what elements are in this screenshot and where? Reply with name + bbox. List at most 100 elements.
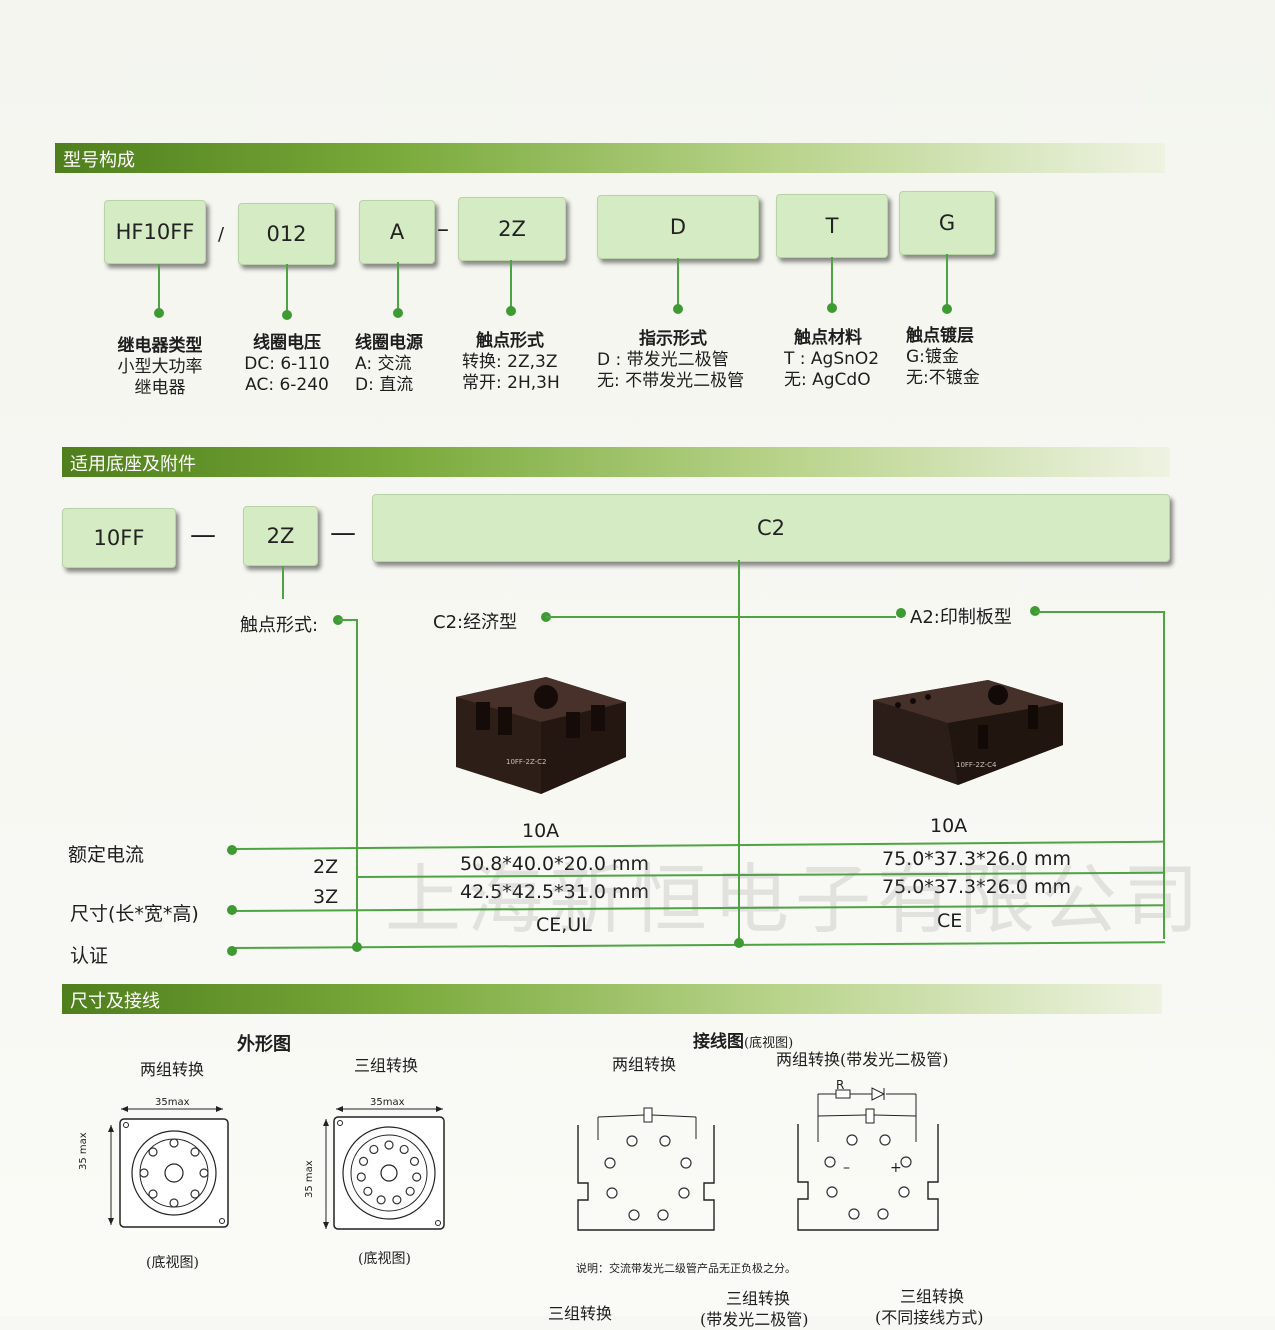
socket-box-series: 10FF	[62, 508, 176, 568]
outline-drawing-2z	[108, 1106, 229, 1228]
row-label-cert: 认证	[70, 945, 109, 967]
connector-line	[1035, 611, 1165, 613]
row-dot	[227, 845, 237, 855]
socket-pin	[409, 1156, 420, 1166]
socket-pin	[356, 1172, 366, 1182]
c2-dim-3z: 42.5*42.5*31.0 mm	[460, 881, 649, 903]
c2-socket-image: 10FF-2Z-C2	[456, 677, 626, 794]
socket-box-type: C2	[372, 494, 1170, 562]
dim-height-2z: 35 max	[78, 1132, 89, 1170]
socket-pin	[358, 1156, 369, 1166]
connector-dot	[827, 303, 837, 313]
bottom-view-2z: (底视图)	[146, 1255, 199, 1271]
wiring-title: 接线图(底视图)	[693, 1032, 794, 1052]
outline-title: 外形图	[237, 1034, 291, 1055]
section-header-sockets: 适用底座及附件	[62, 447, 1170, 477]
outline-drawing-3z	[323, 1106, 445, 1230]
connector-dot	[352, 942, 362, 952]
connector-dot	[896, 608, 906, 618]
connector-dot	[154, 308, 164, 318]
outline-two-group-label: 两组转换	[140, 1060, 205, 1079]
wiring-note: 说明：交流带发光二级管产品无正负极之分。	[576, 1262, 796, 1275]
connector-dot	[673, 304, 683, 314]
plus-sign: +	[890, 1160, 902, 1176]
socket-pin	[376, 1195, 386, 1205]
a2-dim-3z: 75.0*37.3*26.0 mm	[882, 876, 1071, 898]
socket-pin	[405, 1186, 415, 1196]
section-header-dimensions: 尺寸及接线	[62, 984, 1162, 1014]
dim-width-3z: 35max	[370, 1097, 405, 1108]
connector-line	[546, 616, 896, 618]
connector-line	[831, 257, 833, 307]
row-sub-3z: 3Z	[313, 886, 339, 908]
bottom-diff-note: (不同接线方式)	[875, 1308, 984, 1327]
connector-dot	[506, 306, 516, 316]
connector-line	[158, 264, 160, 312]
a2-dim-2z: 75.0*37.3*26.0 mm	[882, 848, 1071, 870]
connector-line	[282, 597, 284, 599]
section-title: 适用底座及附件	[70, 454, 196, 475]
socket-separator: —	[330, 518, 356, 548]
connector-line	[356, 619, 358, 949]
wiring-two-group-led-label: 两组转换(带发光二极管)	[776, 1050, 949, 1069]
a2-pcb-label: A2:印制板型	[910, 607, 1012, 628]
connector-line	[338, 619, 358, 621]
a2-current: 10A	[930, 815, 968, 837]
c2-current: 10A	[522, 820, 560, 842]
company-watermark: 上海新恒电子有限公司	[385, 855, 1205, 944]
dim-height-3z: 35 max	[304, 1160, 315, 1198]
socket-pin	[369, 1144, 379, 1155]
bottom-led-note: (带发光二极管)	[700, 1310, 809, 1329]
wiring-diagram-2z-led	[797, 1087, 939, 1231]
connector-line	[1163, 611, 1165, 939]
connector-line	[510, 260, 512, 310]
code-box-contact: 2Z	[458, 197, 566, 261]
a2-socket-image: 10FF-2Z-C4	[873, 680, 1063, 785]
c2-economy-label: C2:经济型	[433, 612, 518, 633]
connector-dot	[393, 308, 403, 318]
resistor-label: R	[836, 1078, 845, 1092]
connector-dot	[734, 938, 744, 948]
row-dot	[227, 905, 237, 915]
minus-sign: –	[843, 1160, 850, 1176]
code-box-power: A	[359, 200, 435, 264]
label-relay-type: 继电器类型小型大功率继电器	[117, 336, 203, 398]
socket-pin	[384, 1140, 394, 1150]
connector-dot	[282, 310, 292, 320]
a2-cert: CE	[937, 910, 963, 932]
row-dot	[227, 946, 237, 956]
connector-line	[286, 264, 288, 314]
connector-line	[738, 560, 740, 945]
outline-three-group-label: 三组转换	[354, 1056, 419, 1075]
section-title: 型号构成	[63, 150, 135, 171]
connector-line	[946, 254, 948, 308]
wiring-two-group-label: 两组转换	[612, 1055, 677, 1074]
socket-pin	[399, 1144, 409, 1155]
svg-text:10FF-2Z-C4: 10FF-2Z-C4	[956, 761, 997, 769]
code-box-type: HF10FF	[104, 200, 206, 264]
code-box-voltage: 012	[238, 203, 335, 265]
connector-line	[677, 258, 679, 308]
section-title: 尺寸及接线	[70, 991, 160, 1012]
socket-separator: —	[190, 520, 216, 550]
connector-line	[397, 262, 399, 312]
bottom-three-group-c: 三组转换	[900, 1287, 965, 1306]
row-label-current: 额定电流	[68, 844, 145, 866]
bottom-view-3z: (底视图)	[358, 1251, 411, 1267]
bottom-three-group-b: 三组转换	[726, 1289, 791, 1308]
connector-dot	[942, 304, 952, 314]
code-box-indicator: D	[597, 195, 759, 259]
connector-line	[282, 566, 284, 598]
socket-pin	[363, 1186, 373, 1196]
c2-dim-2z: 50.8*40.0*20.0 mm	[460, 853, 649, 875]
socket-box-contact: 2Z	[243, 506, 318, 566]
code-separator: /	[218, 224, 225, 245]
row-label-size: 尺寸(长*宽*高)	[70, 903, 199, 925]
contact-form-label: 触点形式:	[240, 615, 319, 636]
